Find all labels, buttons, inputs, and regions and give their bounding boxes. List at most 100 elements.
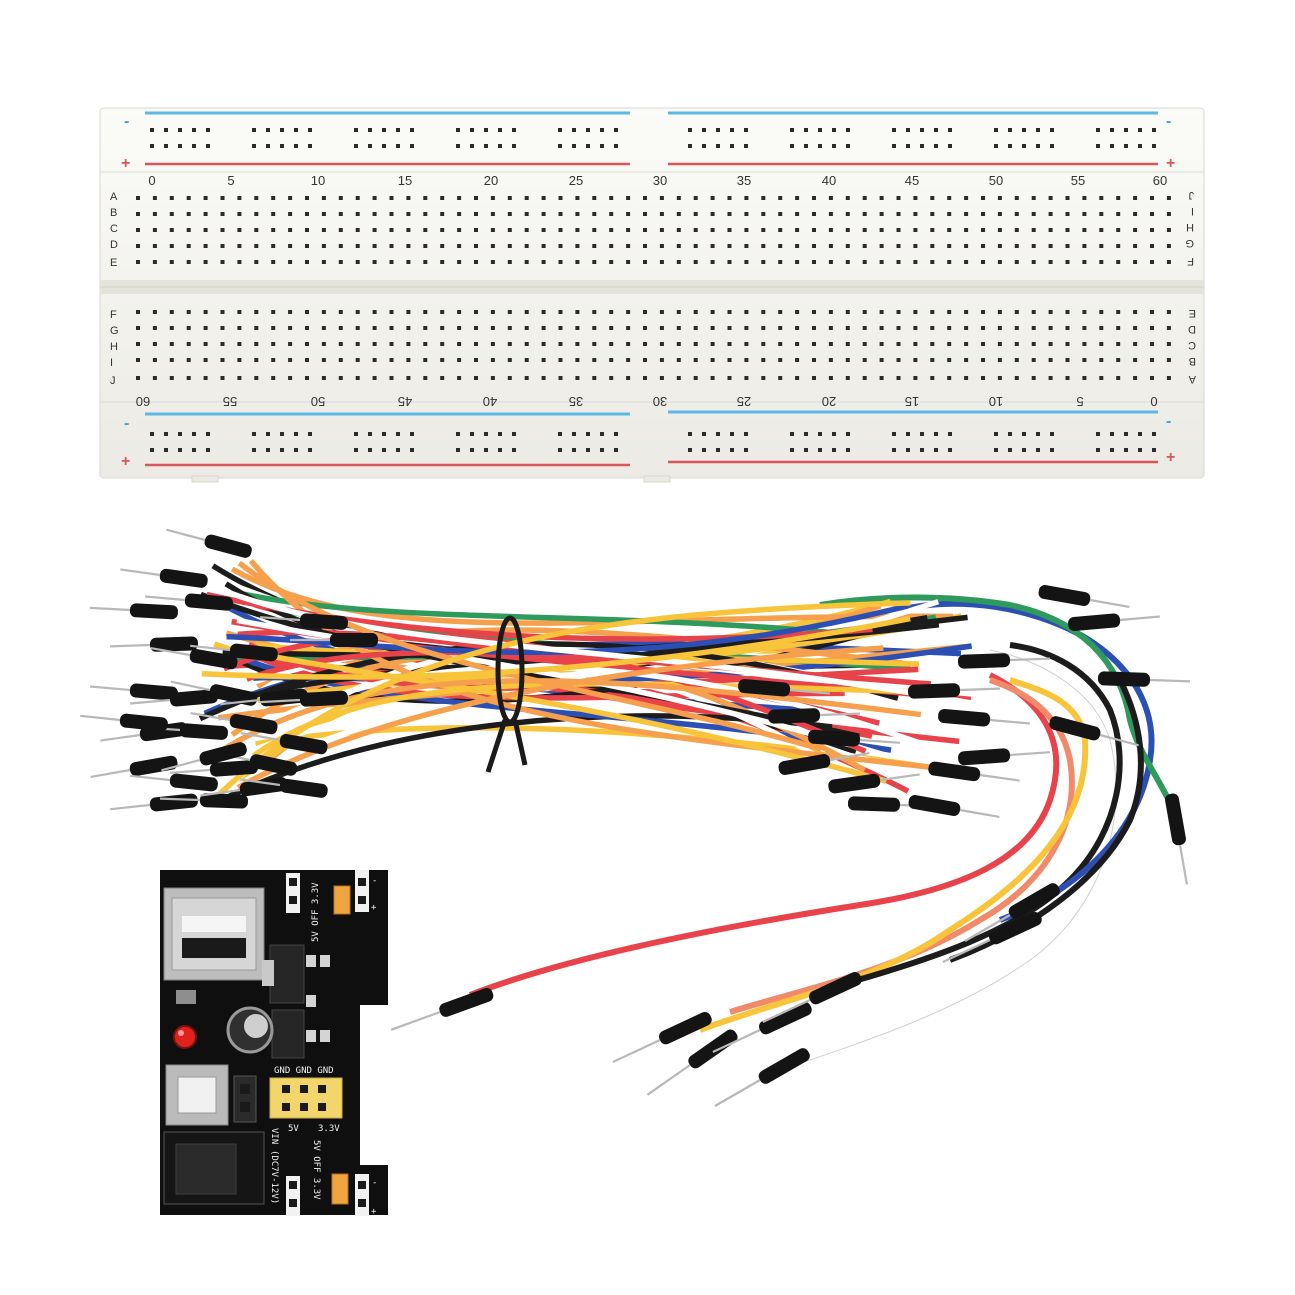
breadboard-hole[interactable] <box>440 228 445 232</box>
rail-hole[interactable] <box>600 144 604 148</box>
breadboard-hole[interactable] <box>1031 260 1036 264</box>
breadboard-hole[interactable] <box>896 310 901 314</box>
breadboard-hole[interactable] <box>947 326 952 330</box>
breadboard-hole[interactable] <box>761 376 766 380</box>
breadboard-hole[interactable] <box>254 244 259 248</box>
rail-hole[interactable] <box>280 432 284 436</box>
breadboard-hole[interactable] <box>152 326 157 330</box>
rail-hole[interactable] <box>1124 128 1128 132</box>
rail-hole[interactable] <box>892 144 896 148</box>
breadboard-hole[interactable] <box>355 260 360 264</box>
breadboard-hole[interactable] <box>541 358 546 362</box>
rail-hole[interactable] <box>1096 128 1100 132</box>
breadboard-hole[interactable] <box>1082 326 1087 330</box>
breadboard-hole[interactable] <box>271 196 276 200</box>
rail-hole[interactable] <box>614 432 618 436</box>
breadboard-hole[interactable] <box>693 358 698 362</box>
breadboard-hole[interactable] <box>862 376 867 380</box>
rail-hole[interactable] <box>150 128 154 132</box>
breadboard-hole[interactable] <box>288 326 293 330</box>
breadboard-hole[interactable] <box>1133 244 1138 248</box>
rail-hole[interactable] <box>1124 144 1128 148</box>
breadboard-hole[interactable] <box>609 358 614 362</box>
breadboard-hole[interactable] <box>1014 244 1019 248</box>
breadboard-hole[interactable] <box>1133 310 1138 314</box>
breadboard-hole[interactable] <box>524 228 529 232</box>
breadboard-hole[interactable] <box>913 196 918 200</box>
rail-hole[interactable] <box>614 128 618 132</box>
rail-hole[interactable] <box>1008 432 1012 436</box>
breadboard-hole[interactable] <box>490 358 495 362</box>
rail-hole[interactable] <box>456 448 460 452</box>
breadboard-hole[interactable] <box>1014 376 1019 380</box>
breadboard-hole[interactable] <box>744 376 749 380</box>
breadboard-hole[interactable] <box>1048 376 1053 380</box>
breadboard-hole[interactable] <box>338 212 343 216</box>
breadboard-hole[interactable] <box>152 260 157 264</box>
breadboard-hole[interactable] <box>136 260 140 264</box>
breadboard-hole[interactable] <box>440 358 445 362</box>
breadboard-hole[interactable] <box>1031 196 1036 200</box>
breadboard-hole[interactable] <box>626 342 631 346</box>
breadboard-hole[interactable] <box>136 228 140 232</box>
breadboard-hole[interactable] <box>457 358 462 362</box>
breadboard-hole[interactable] <box>676 358 681 362</box>
rail-hole[interactable] <box>948 432 952 436</box>
breadboard-hole[interactable] <box>795 342 800 346</box>
breadboard-hole[interactable] <box>693 244 698 248</box>
breadboard-hole[interactable] <box>947 342 952 346</box>
breadboard-hole[interactable] <box>676 212 681 216</box>
breadboard-hole[interactable] <box>744 196 749 200</box>
breadboard-hole[interactable] <box>828 326 833 330</box>
rail-hole[interactable] <box>470 128 474 132</box>
breadboard-hole[interactable] <box>254 376 259 380</box>
rail-hole[interactable] <box>994 448 998 452</box>
rail-hole[interactable] <box>600 128 604 132</box>
rail-hole[interactable] <box>730 448 734 452</box>
breadboard-hole[interactable] <box>1099 326 1104 330</box>
breadboard-hole[interactable] <box>693 326 698 330</box>
breadboard-hole[interactable] <box>338 376 343 380</box>
rail-hole[interactable] <box>178 448 182 452</box>
breadboard-hole[interactable] <box>930 212 935 216</box>
breadboard-hole[interactable] <box>761 196 766 200</box>
breadboard-hole[interactable] <box>1133 196 1138 200</box>
breadboard-hole[interactable] <box>406 244 411 248</box>
rail-hole[interactable] <box>1152 448 1156 452</box>
rail-hole[interactable] <box>846 432 850 436</box>
breadboard-hole[interactable] <box>828 376 833 380</box>
breadboard-hole[interactable] <box>1116 244 1121 248</box>
breadboard-hole[interactable] <box>338 260 343 264</box>
breadboard-hole[interactable] <box>913 212 918 216</box>
breadboard-hole[interactable] <box>1048 244 1053 248</box>
breadboard-hole[interactable] <box>676 342 681 346</box>
breadboard-hole[interactable] <box>423 376 428 380</box>
breadboard-hole[interactable] <box>1166 376 1171 380</box>
breadboard-hole[interactable] <box>203 196 208 200</box>
breadboard-hole[interactable] <box>271 212 276 216</box>
breadboard-hole[interactable] <box>964 358 969 362</box>
rail-hole[interactable] <box>456 432 460 436</box>
breadboard-hole[interactable] <box>288 342 293 346</box>
breadboard-hole[interactable] <box>592 326 597 330</box>
breadboard-hole[interactable] <box>1014 310 1019 314</box>
rail-hole[interactable] <box>744 144 748 148</box>
breadboard-hole[interactable] <box>828 212 833 216</box>
breadboard-hole[interactable] <box>896 342 901 346</box>
breadboard-hole[interactable] <box>389 228 394 232</box>
breadboard-hole[interactable] <box>474 310 478 314</box>
rail-hole[interactable] <box>164 144 168 148</box>
breadboard-hole[interactable] <box>879 196 884 200</box>
breadboard-hole[interactable] <box>1065 342 1070 346</box>
breadboard-hole[interactable] <box>1031 376 1036 380</box>
rail-hole[interactable] <box>1138 432 1142 436</box>
breadboard-hole[interactable] <box>997 196 1002 200</box>
breadboard-hole[interactable] <box>778 212 783 216</box>
breadboard-hole[interactable] <box>778 326 783 330</box>
breadboard-hole[interactable] <box>271 376 276 380</box>
breadboard-hole[interactable] <box>913 358 918 362</box>
rail-hole[interactable] <box>934 128 938 132</box>
rail-hole[interactable] <box>846 128 850 132</box>
rail-hole[interactable] <box>804 432 808 436</box>
rail-hole[interactable] <box>410 448 414 452</box>
